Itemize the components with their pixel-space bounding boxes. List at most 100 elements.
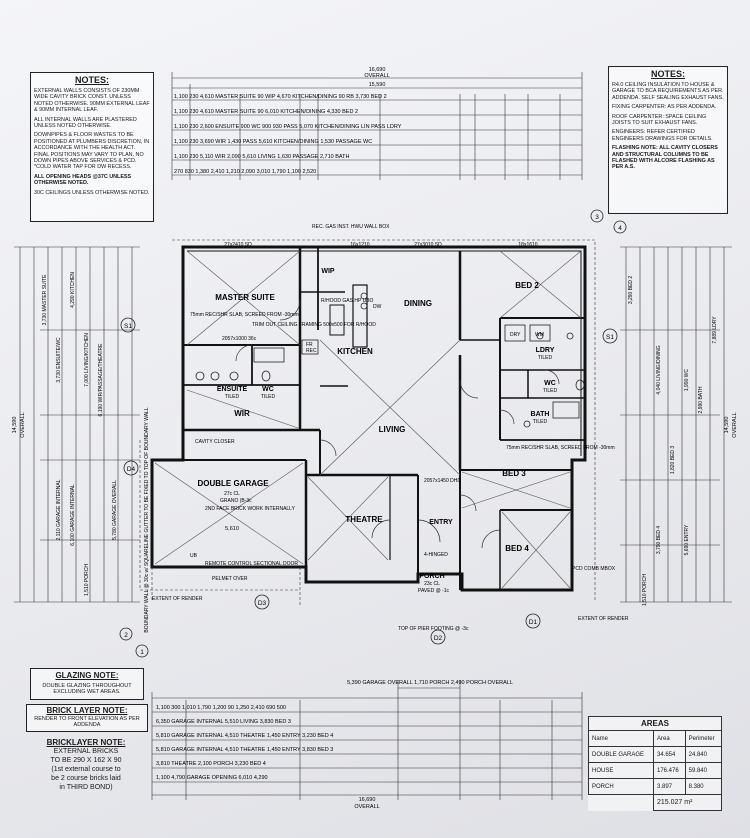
notes-left-item: 30c CEILINGS UNLESS OTHERWISE NOTED.: [34, 189, 150, 196]
brick-layer-note-text: RENDER TO FRONT ELEVATION AS PER ADDENDA: [34, 716, 140, 728]
top-pier-note: TOP OF PIER FOOTING @ -3c: [398, 626, 469, 632]
left-dim-label: 3,730 MASTER SUITE: [42, 274, 48, 326]
room-label-wc1-sub: TILED: [261, 394, 276, 400]
areas-title: AREAS: [588, 716, 722, 730]
right-dim-label: 3,790 BED 4: [656, 526, 662, 555]
room-label-wip: WIP: [321, 268, 335, 275]
detail-tag-d2: D2: [434, 635, 443, 642]
brick-layer-note-title: BRICK LAYER NOTE:: [46, 706, 128, 715]
bottom-dimension-lines: [151, 680, 583, 800]
bricklayer-note-title: BRICKLAYER NOTE:: [46, 738, 126, 747]
notes-right-box: NOTES: R4.0 CEILING INSULATION TO HOUSE …: [608, 66, 728, 214]
notes-right-title: NOTES:: [650, 69, 685, 79]
remote-door-note: REMOTE CONTROL SECTIONAL DOOR: [205, 561, 298, 567]
detail-tag-d4: D4: [127, 466, 136, 473]
ub-label: UB: [190, 553, 198, 559]
room-label-living: LIVING: [379, 425, 406, 434]
notes-left-item: ALL OPENING HEADS @37c UNLESS OTHERWISE …: [34, 173, 132, 187]
room-label-bed3: BED 3: [502, 469, 526, 478]
bricklayer-note-line: TO BE 290 X 162 X 90: [50, 757, 122, 764]
boundary-wall-note: BOUNDARY WALL @ 30c w/ SQUARELINE GUTTER…: [144, 407, 150, 632]
window-label: 27x2410 SD: [224, 242, 252, 248]
top-dimension-lines: [171, 72, 583, 180]
right-dim-label: 1,510 PORCH: [642, 574, 648, 606]
face-brick-note: 2ND FACE BRICK WORK INTERNALLY: [205, 506, 296, 512]
four-hinged-note: 4-HINGED: [424, 552, 448, 558]
room-label-ensuite-sub: TILED: [225, 394, 240, 400]
bottom-overall-label: OVERALL: [354, 804, 379, 810]
left-dim-label: 2,110 GARAGE INTERNAL: [56, 479, 62, 540]
notes-left-item: ALL INTERNAL WALLS ARE PLASTERED UNLESS …: [34, 116, 137, 130]
room-label-kitchen: KITCHEN: [337, 347, 373, 356]
elevation-tag-3: 3: [595, 214, 599, 221]
notes-right-item: FLASHING NOTE: ALL CAVITY CLOSERS AND ST…: [612, 145, 718, 171]
areas-table: Name Area Perimeter DOUBLE GARAGE 34.654…: [588, 730, 723, 811]
right-dim-label: 1,990 WC: [684, 368, 690, 391]
top-overall-dim: 16,690: [369, 67, 386, 73]
bottom-dim-row: 1,100 300 1,010 1,790 1,200 90 1,250 2,4…: [156, 705, 286, 711]
left-dim-label: 1,510 PORCH: [84, 564, 90, 596]
dryer-label: DRY: [510, 332, 521, 338]
room-label-bed4: BED 4: [505, 544, 529, 553]
top-overall2-dim: 15,590: [369, 82, 386, 88]
notes-right-item: ROOF CARPENTER: SPACE CEILING JOISTS TO …: [612, 113, 707, 127]
notes-left-item: EXTERNAL WALLS CONSISTS OF 230mm WIDE CA…: [34, 88, 150, 114]
room-label-porch-sub: 23c CL: [424, 581, 440, 587]
bricklayer-note-line: be 2 course bricks laid: [51, 775, 121, 782]
room-label-porch: PORCH: [419, 573, 444, 580]
room-label-ldry-sub: TILED: [538, 355, 553, 361]
glazing-note-text: DOUBLE GLAZING THROUGHOUT EXCLUDING WET …: [42, 683, 132, 695]
bath-slab-note: 75mm REC/SHR SLAB, SCREED FROM -30mm: [506, 445, 615, 451]
room-label-entry: ENTRY: [429, 519, 453, 526]
notes-right-item: R4.0 CEILING INSULATION TO HOUSE & GARAG…: [612, 82, 724, 101]
window-label: 16x1210: [350, 242, 369, 248]
room-label-bed2: BED 2: [515, 281, 539, 290]
right-dim-label: 1,820 BED 3: [670, 446, 676, 475]
right-dim-label: 5,690 ENTRY: [684, 524, 690, 555]
section-tag-s1: S1: [124, 323, 132, 330]
room-label-theatre: THEATRE: [345, 515, 383, 524]
notes-left-box: NOTES: EXTERNAL WALLS CONSISTS OF 230mm …: [30, 72, 154, 222]
fridge-label: FR: [306, 342, 313, 348]
notes-left-item: DOWNPIPES & FLOOR WASTES TO BE POSITIONE…: [34, 132, 150, 171]
glazing-note-title: GLAZING NOTE:: [55, 671, 119, 680]
room-label-dining: DINING: [404, 299, 432, 308]
top-dim-row: 1,100 230 4,610 MASTER SUITE 90 6,010 KI…: [174, 109, 358, 115]
left-dim-label: 6,100 GARAGE INTERNAL: [70, 484, 76, 546]
room-label-bath-sub: TILED: [533, 419, 548, 425]
rhood-note: R/HOOD GAS HP UBO: [321, 298, 374, 304]
left-dimension-lines: [14, 246, 140, 603]
left-dim-label: 5,780 GARAGE OVERALL: [112, 480, 118, 540]
bottom-overall-dim: 16,690: [359, 797, 376, 803]
notes-right-item: FIXING CARPENTER: AS PER ADDENDA.: [612, 104, 717, 111]
notes-right-item: ENGINEERS: REFER CERTIFIED ENGINEERS DRA…: [612, 129, 713, 142]
left-dim-label: 3,730 ENSUITE/WC: [56, 337, 62, 383]
room-label-wir: WIR: [234, 409, 250, 418]
room-label-wc2-sub: TILED: [543, 388, 558, 394]
bricklayer-note: BRICKLAYER NOTE: EXTERNAL BRICKS TO BE 2…: [22, 738, 150, 792]
areas-header-row: Name Area Perimeter: [588, 730, 723, 747]
bricklayer-note-line: (1st external course to: [51, 766, 121, 773]
bottom-dim-row: 1,100 4,790 GARAGE OPENING 6,010 4,290: [156, 775, 268, 781]
section-tags: [119, 209, 627, 658]
top-dim-row: 1,100 230 5,110 WIR 2,090 5,610 LIVING 1…: [174, 154, 350, 160]
right-dim-label: 3,290 BED 2: [628, 276, 634, 305]
elevation-tag-2: 2: [124, 632, 128, 639]
right-dim-label: 2,990 BATH: [698, 386, 704, 413]
room-label-double-garage: DOUBLE GARAGE: [197, 479, 269, 488]
right-overall-dim: 14,590: [724, 417, 730, 434]
right-dim-label: 7,889 LDRY: [712, 316, 718, 344]
elevation-tag-1: 1: [140, 649, 144, 656]
left-dim-label: 6,190 WIR/PASSAGE/THEATRE: [98, 343, 104, 417]
detail-tag-d1: D1: [529, 619, 538, 626]
right-overall-label: OVERALL: [732, 412, 738, 437]
bottom-dim-row: 5,810 GARAGE INTERNAL 4,510 THEATRE 1,45…: [156, 733, 333, 739]
window-label: 18x1610: [518, 242, 537, 248]
room-label-master-suite: MASTER SUITE: [215, 293, 275, 302]
paved-note: PAVED @ -1c: [418, 588, 450, 594]
rec-gas-note: REC. GAS INST. HWU WALL BOX: [312, 224, 390, 230]
bricklayer-note-line: in THIRD BOND): [59, 784, 113, 791]
pelmet-note: PELMET OVER: [212, 576, 248, 582]
washer-label: WM: [535, 332, 544, 338]
brick-layer-note-box: BRICK LAYER NOTE: RENDER TO FRONT ELEVAT…: [26, 704, 148, 732]
